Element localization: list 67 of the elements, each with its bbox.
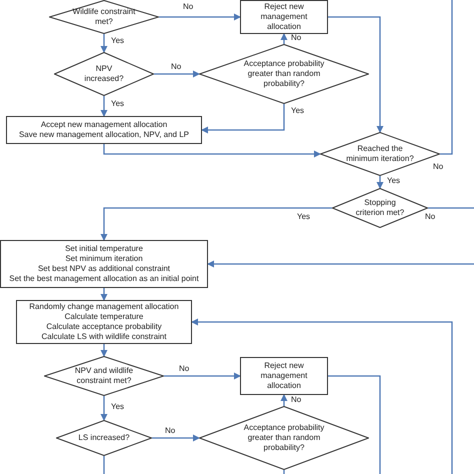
node-text: Calculate LS with wildlife constraint <box>42 332 166 342</box>
edge-label: Yes <box>110 36 126 46</box>
edge-label: Yes <box>110 99 126 109</box>
node-text: NPV and wildlife constraint met? <box>74 366 134 386</box>
arrow <box>100 207 332 241</box>
node-text: Acceptance probability greater than random probability? <box>242 59 326 89</box>
connector-line <box>328 375 381 474</box>
arrow <box>201 104 285 134</box>
process-box <box>240 357 328 395</box>
connector-line <box>440 0 453 155</box>
arrow <box>100 34 108 53</box>
node-text: Wildlife constraint met? <box>72 7 136 27</box>
edge-label: No <box>170 62 182 72</box>
connector-line <box>191 318 453 474</box>
arrow <box>100 288 108 301</box>
edge-label: Yes <box>296 212 312 222</box>
decision-diamond <box>56 420 152 456</box>
decision-diamond <box>199 44 369 104</box>
node-text: Randomly change management allocation <box>29 302 179 312</box>
node-text: Set initial temperature <box>65 244 143 254</box>
arrow <box>100 96 108 117</box>
node-text: Set minimum iteration <box>65 254 143 264</box>
arrow <box>376 176 384 189</box>
node-text: NPV increased? <box>83 64 125 84</box>
arrow <box>328 16 384 133</box>
edge-label: Yes <box>290 106 306 116</box>
arrow <box>100 344 108 357</box>
node-text: Calculate acceptance probability <box>46 322 162 332</box>
edge-label: No <box>432 162 444 172</box>
process-box <box>6 116 202 144</box>
arrow <box>159 14 241 20</box>
decision-diamond <box>199 406 369 470</box>
node-text: Set the best management allocation as an initial point <box>9 274 199 284</box>
edge-label: No <box>178 364 190 374</box>
node-text: Reject new management allocation <box>260 361 308 391</box>
edge-label: Yes <box>110 402 126 412</box>
node-text: Acceptance probability greater than random probability? <box>242 423 326 453</box>
edge-label: No <box>290 33 302 43</box>
arrow <box>280 394 288 406</box>
edge-label: No <box>164 426 176 436</box>
connector-line <box>103 456 105 474</box>
edge-label: Yes <box>386 176 402 186</box>
decision-diamond <box>49 0 159 34</box>
node-text: Calculate temperature <box>64 312 144 322</box>
decision-diamond <box>44 356 164 396</box>
arrow <box>100 396 108 421</box>
node-text: Reached the minimum iteration? <box>345 144 415 164</box>
node-text: Reject new management allocation <box>260 2 308 32</box>
node-text: Set best NPV as additional constraint <box>38 264 170 274</box>
arrow <box>154 70 200 78</box>
connector-line <box>428 207 474 209</box>
node-text: Accept new management allocation <box>40 120 168 130</box>
process-box <box>16 300 192 344</box>
edge-label: No <box>290 395 302 405</box>
node-text: Save new management allocation, NPV, and LP <box>18 130 190 140</box>
decision-diamond <box>54 52 154 96</box>
arrow <box>164 372 241 380</box>
process-box <box>240 0 328 34</box>
node-text: Stopping criterion met? <box>354 198 406 218</box>
arrow <box>103 144 321 158</box>
process-box <box>0 240 208 288</box>
node-text: LS increased? <box>78 433 130 443</box>
arrow <box>280 33 288 44</box>
edge-label: No <box>424 212 436 222</box>
connector-line <box>207 260 474 268</box>
edge-label: No <box>182 2 194 12</box>
arrow <box>152 434 200 442</box>
